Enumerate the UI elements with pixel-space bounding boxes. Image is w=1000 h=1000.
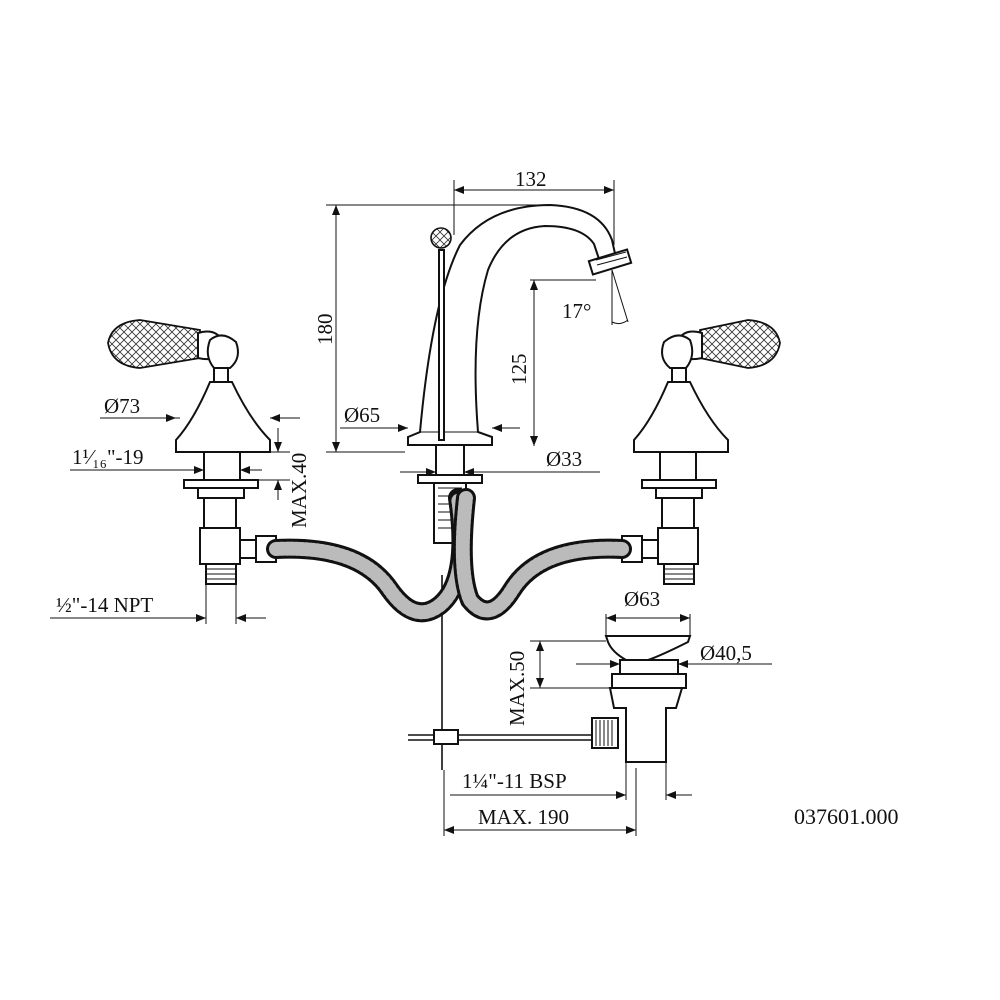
dim-o63: Ø63 (624, 587, 660, 611)
dim-angle-17: 17° (562, 299, 591, 323)
dim-max-50: MAX.50 (505, 651, 529, 726)
dim-132: 132 (515, 167, 547, 191)
drawing-code: 037601.000 (794, 804, 899, 829)
dimension-lines (50, 180, 772, 836)
dim-max-40: MAX.40 (287, 453, 311, 528)
dim-drain-thread: 1¼"-11 BSP (462, 769, 567, 793)
dim-o65: Ø65 (344, 403, 380, 427)
dim-180: 180 (313, 314, 337, 346)
dim-o33: Ø33 (546, 447, 582, 471)
left-handle (107, 319, 277, 585)
spout (407, 203, 633, 544)
drain (408, 635, 692, 763)
dim-valve-thread: 1¹⁄₁₆"-19 (72, 445, 144, 469)
dim-inlet-thread: ½"-14 NPT (56, 593, 153, 617)
hoses (266, 488, 632, 623)
dim-o73: Ø73 (104, 394, 140, 418)
dim-max-190: MAX. 190 (478, 805, 569, 829)
right-handle (621, 319, 781, 585)
dim-o40-5: Ø40,5 (700, 641, 752, 665)
dim-125: 125 (507, 354, 531, 386)
